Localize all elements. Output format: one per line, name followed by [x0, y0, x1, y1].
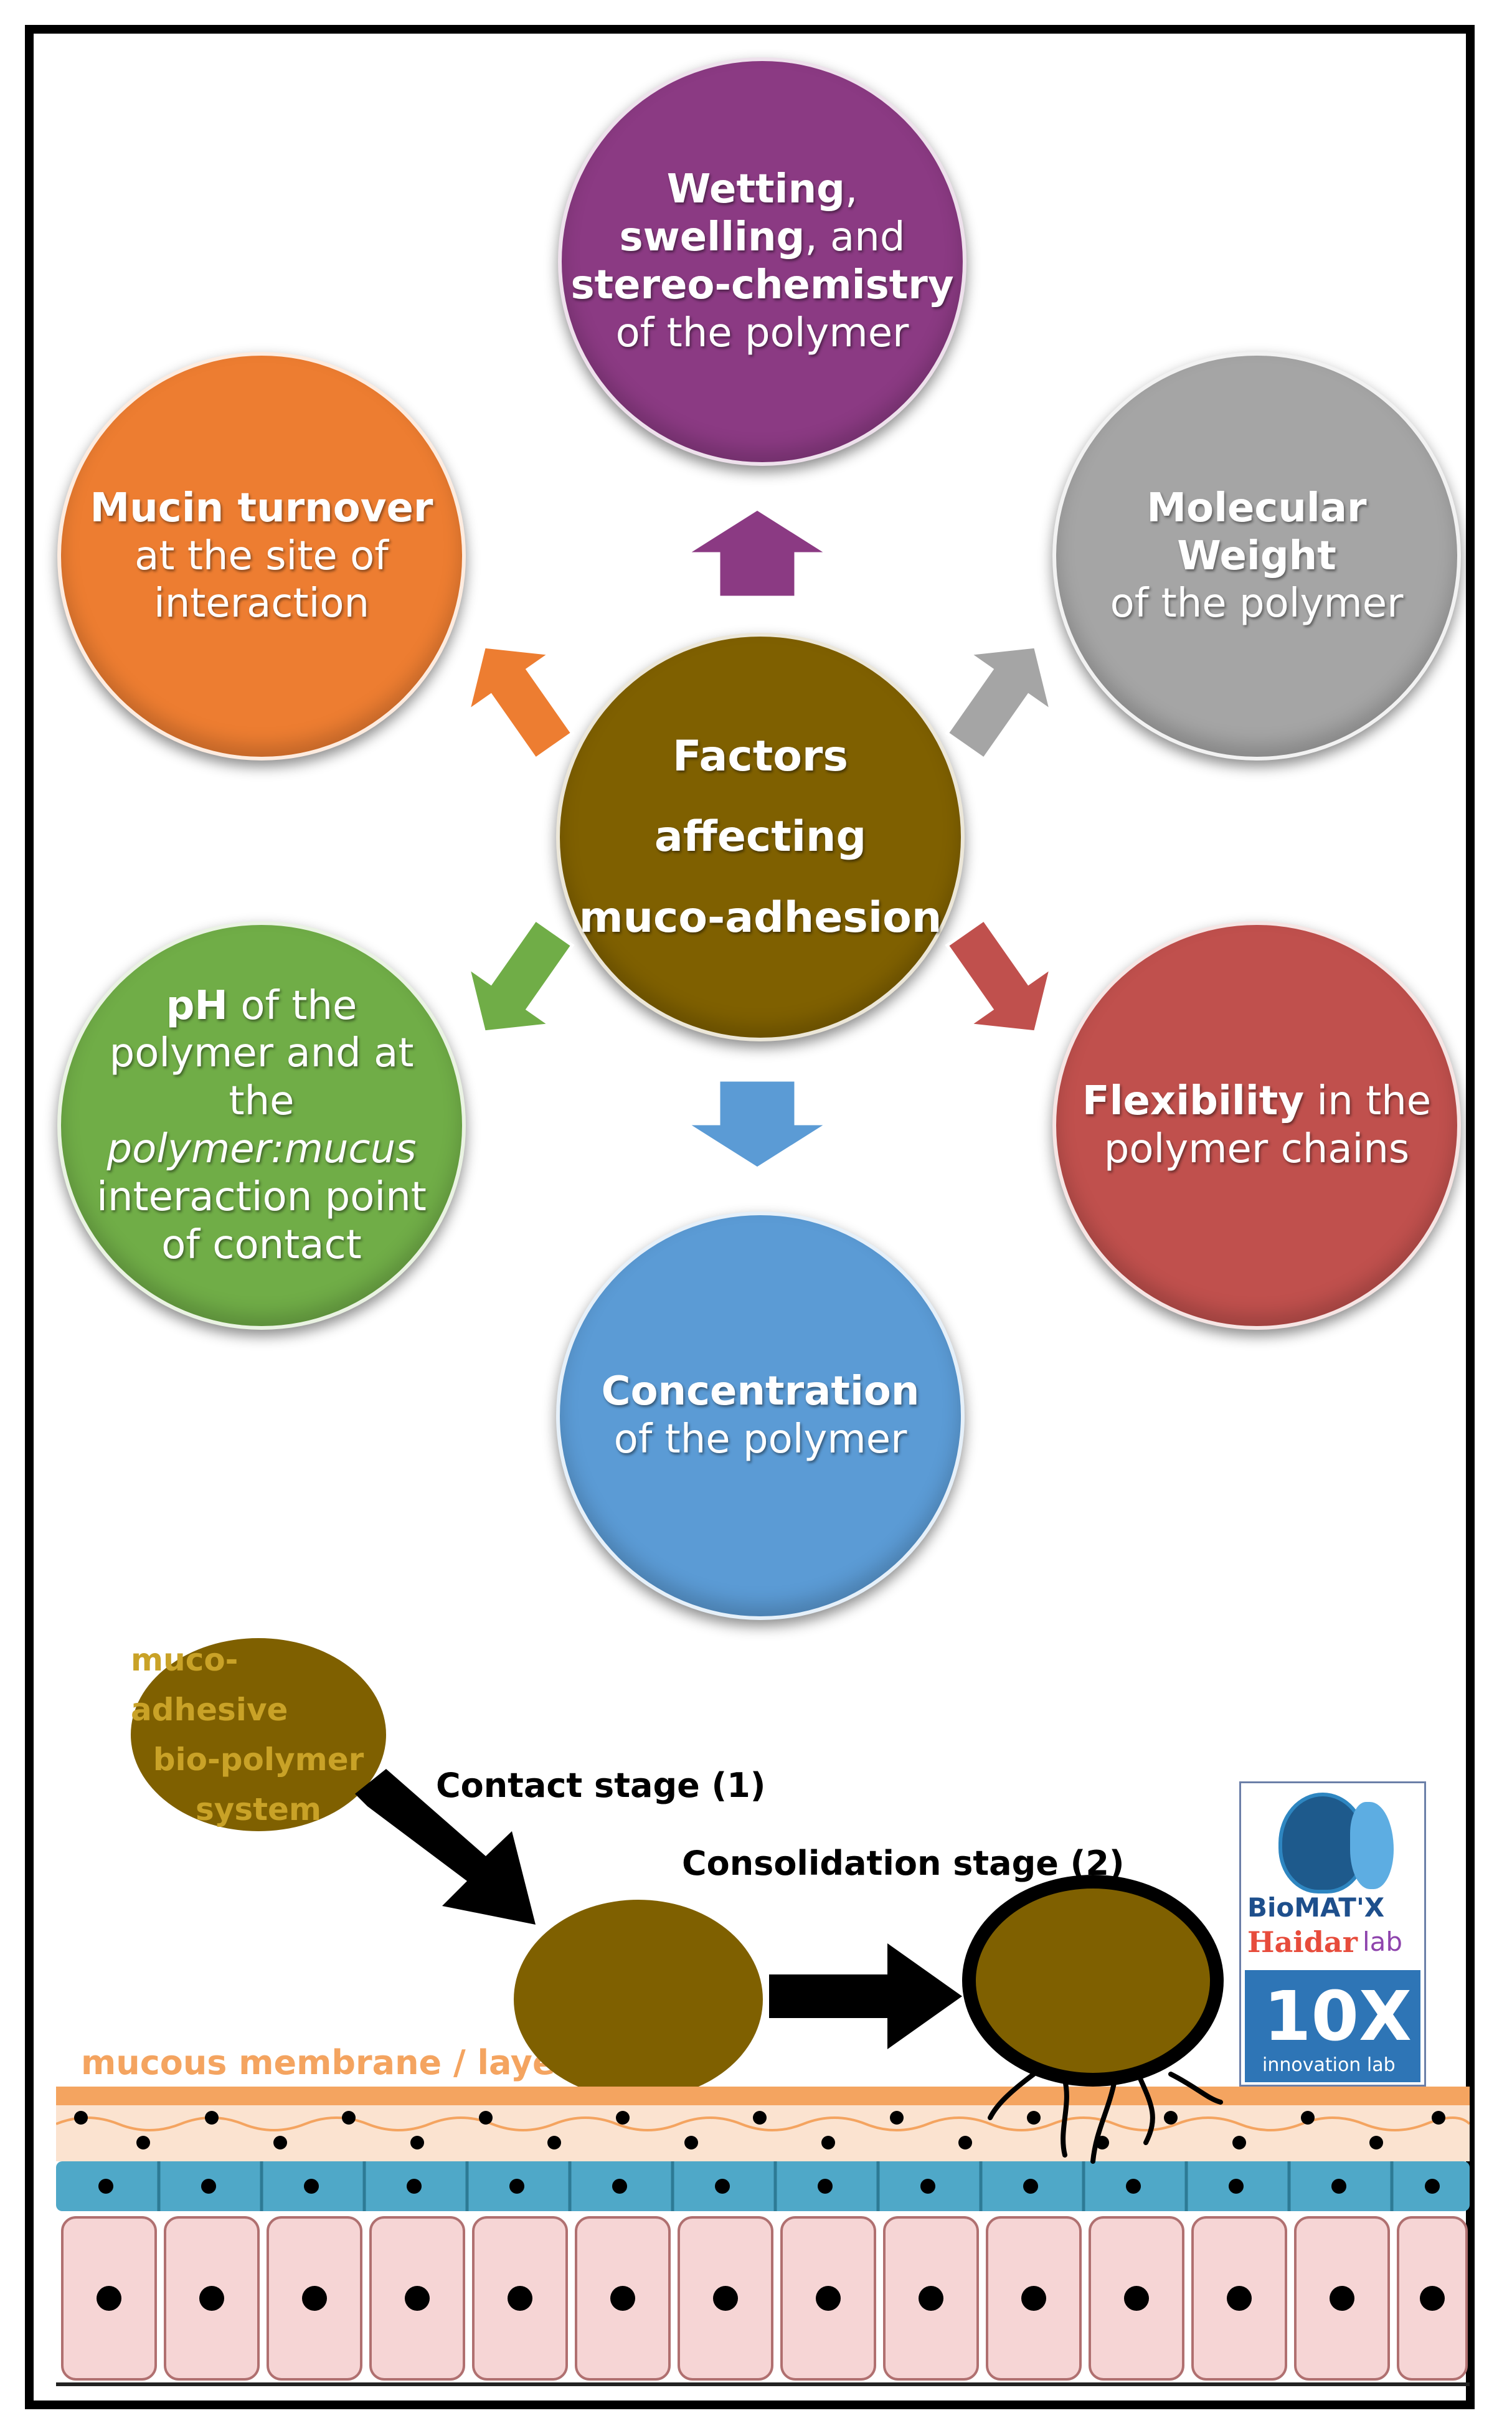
lab-logo: BioMAT'X Haidar lab 10X innovation lab	[1239, 1781, 1426, 2087]
ph-of-the: of the	[227, 982, 357, 1029]
ph-line-4: polymer:mucus	[106, 1126, 417, 1172]
ph-line-5: interaction point	[97, 1173, 427, 1220]
ph-line-3: the	[229, 1078, 295, 1125]
haidar-wordmark: Haidar	[1247, 1925, 1358, 1959]
mucous-membrane-label: mucous membrane / layer	[81, 2043, 572, 2082]
factor-ph-circle: pH of the polymer and at the polymer:muc…	[57, 921, 466, 1330]
weight-label: Weight	[1177, 533, 1336, 579]
mucin-turnover-label: Mucin turnover	[90, 485, 433, 531]
polymer-consolidated-blob	[962, 1875, 1224, 2087]
muco-adhesive-system-blob: muco-adhesive bio-polymer system	[131, 1638, 386, 1831]
flexibility-in-the: in the	[1304, 1078, 1432, 1125]
system-line-3: system	[195, 1791, 322, 1827]
center-line-3: muco-adhesion	[579, 893, 942, 942]
lab-wordmark: lab	[1363, 1927, 1403, 1957]
arrow-down-icon	[683, 1078, 832, 1170]
factor-wetting-circle: Wetting, swelling, and stereo-chemistry …	[558, 57, 966, 466]
wetting-label: Wetting	[666, 166, 845, 213]
innovation-lab-wordmark: innovation lab	[1262, 2054, 1396, 2076]
right-top-of-polymer: of the polymer	[1110, 581, 1404, 627]
polymer-chains-label: polymer chains	[1103, 1126, 1410, 1172]
figure-frame	[25, 25, 1475, 2409]
arrow-lower-right-icon	[945, 917, 1054, 1034]
molecular-label: Molecular	[1146, 485, 1367, 531]
top-of-polymer: of the polymer	[615, 310, 909, 356]
adhesion-chains-icon	[988, 2072, 1223, 2164]
tenx-wordmark: 10X	[1264, 1976, 1412, 2056]
consolidation-arrow-icon	[769, 1943, 962, 2049]
wetting-comma: ,	[844, 166, 858, 213]
system-line-1: muco-adhesive	[131, 1642, 288, 1728]
tenx-panel: 10X innovation lab	[1245, 1970, 1420, 2082]
stereo-chemistry-label: stereo-chemistry	[570, 262, 954, 308]
center-factors-circle: Factors affecting muco-adhesion	[556, 633, 965, 1041]
swelling-label: swelling	[619, 214, 805, 261]
bottom-of-polymer: of the polymer	[613, 1416, 907, 1462]
ph-label: pH	[166, 982, 228, 1029]
contact-arrow-icon	[355, 1769, 536, 1925]
arrow-upper-left-icon	[466, 645, 575, 761]
arrow-lower-left-icon	[466, 917, 575, 1034]
arrow-up-icon	[683, 507, 832, 599]
profile-silhouettes-icon	[1350, 1802, 1394, 1889]
factor-molecular-weight-circle: Molecular Weight of the polymer	[1052, 352, 1461, 761]
swelling-and: , and	[805, 214, 905, 261]
polymer-contact-blob	[514, 1900, 763, 2099]
factor-concentration-circle: Concentration of the polymer	[556, 1211, 965, 1620]
factor-mucin-turnover-circle: Mucin turnover at the site of interactio…	[57, 352, 466, 761]
center-line-1: Factors	[673, 732, 848, 782]
biomatx-wordmark: BioMAT'X	[1247, 1892, 1385, 1923]
cell-layer-illustration	[56, 2087, 1470, 2386]
consolidation-stage-label: Consolidation stage (2)	[682, 1844, 1125, 1883]
flexibility-label: Flexibility	[1082, 1078, 1305, 1125]
center-line-2: affecting	[654, 812, 867, 862]
arrow-upper-right-icon	[945, 645, 1054, 761]
ph-line-6: of contact	[161, 1221, 362, 1268]
factor-flexibility-circle: Flexibility in the polymer chains	[1052, 921, 1461, 1330]
ph-line-2: polymer and at	[109, 1030, 414, 1077]
system-line-2: bio-polymer	[153, 1742, 364, 1778]
concentration-label: Concentration	[601, 1368, 920, 1415]
site-of-label: at the site of	[135, 533, 389, 579]
interaction-label: interaction	[153, 581, 370, 627]
contact-stage-label: Contact stage (1)	[436, 1766, 766, 1805]
